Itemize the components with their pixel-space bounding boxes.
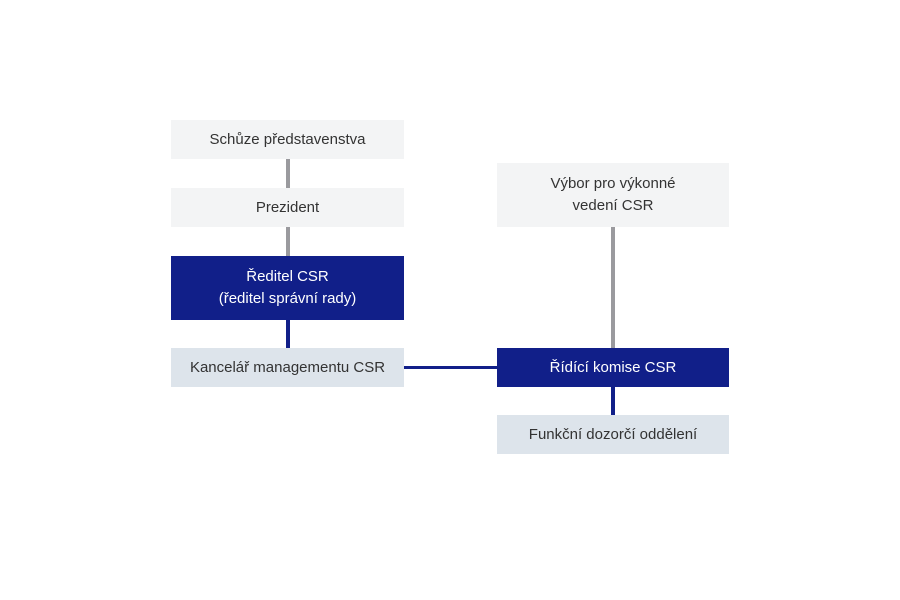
- node-csr-office: Kancelář managementu CSR: [171, 348, 404, 387]
- node-steering-committee: Řídící komise CSR: [497, 348, 729, 387]
- node-csr-director-line-2: (ředitel správní rady): [218, 290, 357, 307]
- connector-office-steering: [404, 366, 497, 369]
- node-exec-committee: Výbor pro výkonné vedení CSR: [497, 163, 729, 227]
- connector-steering-supervision: [611, 387, 615, 415]
- connector-director-office: [286, 320, 290, 348]
- node-supervision-dept: Funkční dozorčí oddělení: [497, 415, 729, 454]
- node-exec-committee-line-2: vedení CSR: [572, 197, 654, 214]
- connector-board-president: [286, 159, 290, 188]
- node-csr-office-label: Kancelář managementu CSR: [189, 358, 386, 376]
- node-steering-committee-label: Řídící komise CSR: [549, 358, 677, 376]
- node-president: Prezident: [171, 188, 404, 227]
- node-supervision-dept-label: Funkční dozorčí oddělení: [528, 425, 698, 443]
- connector-exec-steering: [611, 227, 615, 348]
- node-csr-director-line-1: Ředitel CSR: [246, 268, 329, 285]
- connector-president-director: [286, 227, 290, 256]
- node-exec-committee-line-1: Výbor pro výkonné: [550, 175, 676, 192]
- node-board-meeting-label: Schůze představenstva: [209, 130, 366, 148]
- node-president-label: Prezident: [255, 198, 320, 216]
- node-csr-director: Ředitel CSR (ředitel správní rady): [171, 256, 404, 320]
- node-board-meeting: Schůze představenstva: [171, 120, 404, 159]
